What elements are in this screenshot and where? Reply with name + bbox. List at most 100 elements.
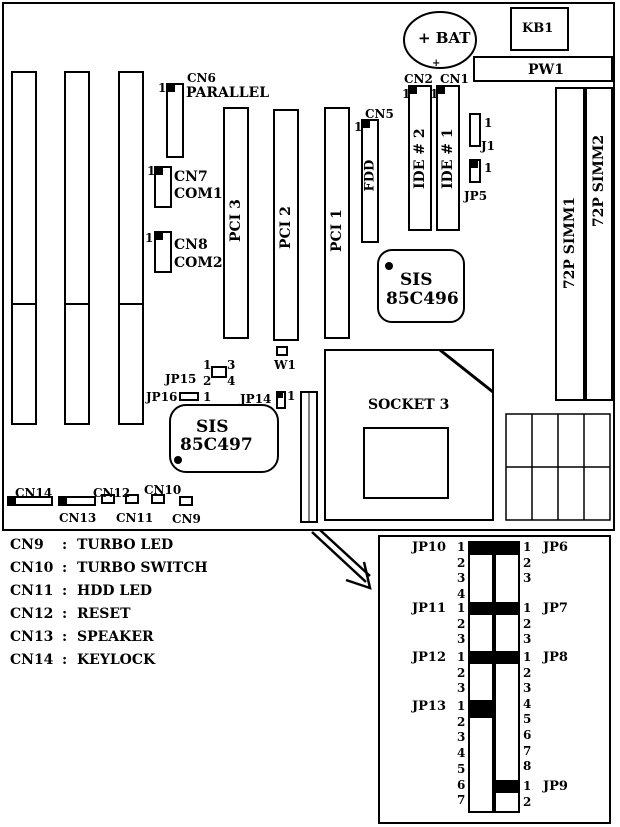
jp16-pin1-label: 1 [203,390,212,404]
jumper-pin-number: 2 [457,714,466,729]
jp14-pin1-label: 1 [287,389,296,403]
simm2-socket [585,87,613,401]
jumper-pin-number: 5 [523,712,532,727]
cn1-label: CN1 [440,72,469,86]
cn7-label: CN7 [174,169,208,185]
legend-separator: : [62,583,68,599]
battery-plus-sign: + [432,58,441,69]
legend-description: TURBO SWITCH [77,560,208,576]
jumper-pin-number: 5 [457,761,466,776]
cn6-header [166,83,184,158]
kb1-connector [510,7,569,51]
jp16-label: JP16 [146,390,178,404]
jumper-pin-number: 1 [457,540,466,554]
jp15-pin4-label: 4 [227,374,236,388]
jumper-cap-jp11-jp7 [469,602,519,615]
jumper-pin-number: 3 [457,730,466,745]
jumper-pin-number: 1 [523,601,532,615]
jumper-pin-number: 6 [457,777,466,792]
cn5-pin1-label: 1 [354,120,363,134]
ide1-connector [436,85,460,231]
cpu-die [363,427,449,499]
jp5-label: JP5 [464,189,488,203]
jumper-pin-number: 2 [523,665,532,680]
jumper-cap-jp10-jp6 [469,542,519,555]
legend-separator: : [62,560,68,576]
ide1-label: IDE # 1 [440,128,456,189]
jumper-pin-number: 3 [523,681,532,696]
legend-separator: : [62,629,68,645]
sis-85c497-label-2: 85C497 [180,435,253,455]
w1-jumper [276,346,288,356]
jumper-name: JP7 [543,601,568,616]
arrow [311,529,372,590]
legend-description: SPEAKER [77,629,154,645]
jumper-pin-number: 4 [457,587,466,602]
jp15-label: JP15 [165,372,197,386]
com2-label: COM2 [174,255,223,271]
isa-slot-1 [11,71,37,305]
legend-separator: : [62,652,68,668]
kb1-label: KB1 [522,21,554,36]
jp15-jumper [211,366,227,378]
pci3-slot [223,107,249,339]
cn14-label: CN14 [15,486,53,500]
cn6-pin1-label: 1 [158,81,167,95]
sis-85c496-label-1: SIS [400,270,433,290]
jumper-pin-number: 4 [457,746,466,761]
fdd-connector [361,119,379,243]
jumper-name: JP8 [543,650,568,665]
jumper-pin-number: 4 [523,696,532,711]
jumper-pin-number: 1 [523,540,532,554]
legend-code: CN9 [10,537,44,553]
pw1-label: PW1 [528,62,564,78]
jumper-pin-number: 1 [457,601,466,615]
jumper-pin-number: 8 [523,759,532,774]
jumper-detail-box [378,535,611,824]
jumper-name: JP6 [543,540,568,555]
jp5-jumper [469,159,481,183]
w1-label: W1 [274,358,296,372]
socket3 [324,349,494,521]
cn2-label: CN2 [404,72,433,86]
jumper-pin-number: 3 [457,681,466,696]
j1-jumper [469,113,481,147]
battery-label: + BAT [418,29,471,47]
socket3-label: SOCKET 3 [368,397,450,413]
jumper-name: JP12 [412,650,447,665]
ide2-connector [408,85,432,231]
pw1-connector [473,56,613,82]
cn11-header [125,494,139,504]
fdd-label: FDD [362,159,378,192]
cn12-header [101,494,115,504]
legend-separator: : [62,537,68,553]
pci2-label: PCI 2 [278,206,294,249]
j1-pin1-label: 1 [484,116,493,130]
pci3-label: PCI 3 [228,199,244,242]
jumper-pin-number: 1 [457,699,466,713]
jumper-pin-number: 2 [523,555,532,570]
legend-description: KEYLOCK [77,652,156,668]
cn7-header [154,166,172,208]
jumper-name: JP13 [412,699,447,714]
legend-separator: : [62,606,68,622]
board-outline [2,2,615,531]
cn12-label: CN12 [93,486,131,500]
cn7-pin1-label: 1 [147,164,156,178]
simm1-label: 72P SIMM1 [562,196,578,290]
cn1-pin1-label: 1 [430,87,439,101]
sis-85c496-label-2: 85C496 [386,289,459,309]
cn8-label: CN8 [174,237,208,253]
jumper-pin-number: 7 [457,793,466,808]
cn10-header [151,494,165,504]
sis-85c497-chip [169,404,279,473]
cn2-pin1-label: 1 [402,87,411,101]
simm2-label: 72P SIMM2 [591,134,607,228]
jumper-pin-number: 2 [523,616,532,631]
jumper-column-left [468,541,494,813]
legend-code: CN11 [10,583,54,599]
cache-grid [505,413,611,521]
sis-85c497-label-1: SIS [196,417,229,437]
jumper-cap-jp12-jp8 [469,651,519,664]
